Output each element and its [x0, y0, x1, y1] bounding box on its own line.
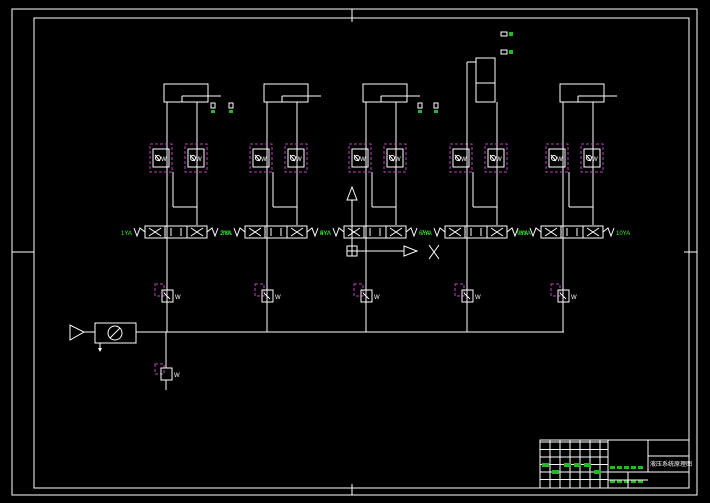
solenoid-label-right: 4YA	[320, 231, 331, 237]
col3-accessories	[346, 185, 440, 260]
cylinder	[263, 83, 309, 103]
solenoid-label-right: 8YA	[520, 231, 531, 237]
pressure-valve: W	[454, 283, 481, 303]
check-valve-right: W	[484, 143, 508, 173]
directional-valve	[133, 225, 219, 239]
svg-text:W: W	[275, 295, 281, 301]
solenoid-label-left: 1YA	[121, 231, 132, 237]
svg-text:W: W	[196, 157, 202, 163]
pressure-valve: W	[353, 283, 380, 303]
solenoid-label-left: 7YA	[421, 231, 432, 237]
circuit-column-3: W W 5YA 6YA W	[320, 83, 430, 332]
check-valve-right: W	[383, 143, 407, 173]
circuit-column-1: W W 1YA 2YA W	[121, 83, 231, 332]
drawing-title: 液压系统原理图	[650, 460, 692, 468]
drawing-frame	[11, 8, 698, 496]
svg-text:W: W	[261, 157, 267, 163]
svg-text:W: W	[174, 373, 180, 379]
pressure-valve: W	[254, 283, 281, 303]
svg-text:W: W	[395, 157, 401, 163]
limit-switch-icons	[500, 31, 513, 55]
svg-text:W: W	[557, 157, 563, 163]
circuit-column-4: W W 7YA 8YA W	[421, 102, 531, 332]
directional-valve	[332, 225, 418, 239]
solenoid-label-right: 6YA	[419, 231, 430, 237]
svg-text:W: W	[360, 157, 366, 163]
svg-text:W: W	[571, 295, 577, 301]
check-valve-left: W	[249, 143, 273, 173]
pressure-valve: W	[154, 283, 181, 303]
circuit-column-5: W W 9YA 10YA W	[517, 83, 630, 332]
solenoid-label-right: 10YA	[616, 231, 630, 237]
vertical-cylinder	[466, 57, 496, 170]
check-valve-left: W	[348, 143, 372, 173]
relief-valve-main: W	[154, 332, 180, 390]
svg-text:W: W	[496, 157, 502, 163]
check-valve-left: W	[149, 143, 173, 173]
svg-text:W: W	[461, 157, 467, 163]
directional-valve	[433, 225, 519, 239]
solenoid-label-left: 5YA	[320, 231, 331, 237]
directional-valve	[529, 225, 615, 239]
pressure-valve: W	[550, 283, 577, 303]
directional-valve	[233, 225, 319, 239]
check-valve-left: W	[545, 143, 569, 173]
svg-text:W: W	[374, 295, 380, 301]
check-valve-right: W	[184, 143, 208, 173]
pump-motor-unit	[69, 322, 137, 352]
title-block: 液压系统原理图	[539, 439, 692, 489]
check-valve-right: W	[580, 143, 604, 173]
solenoid-label-right: 2YA	[220, 231, 231, 237]
svg-text:W: W	[175, 295, 181, 301]
svg-text:W: W	[475, 295, 481, 301]
check-valve-right: W	[284, 143, 308, 173]
cylinder	[362, 83, 408, 103]
cylinder	[559, 83, 605, 103]
cylinder	[163, 83, 209, 103]
svg-text:W: W	[296, 157, 302, 163]
solenoid-label-left: 3YA	[221, 231, 232, 237]
check-valve-left: W	[449, 143, 473, 173]
circuit-column-2: W W 3YA 4YA W	[221, 83, 331, 332]
svg-text:W: W	[161, 157, 167, 163]
svg-text:W: W	[592, 157, 598, 163]
solenoid-label-left: 9YA	[517, 231, 528, 237]
